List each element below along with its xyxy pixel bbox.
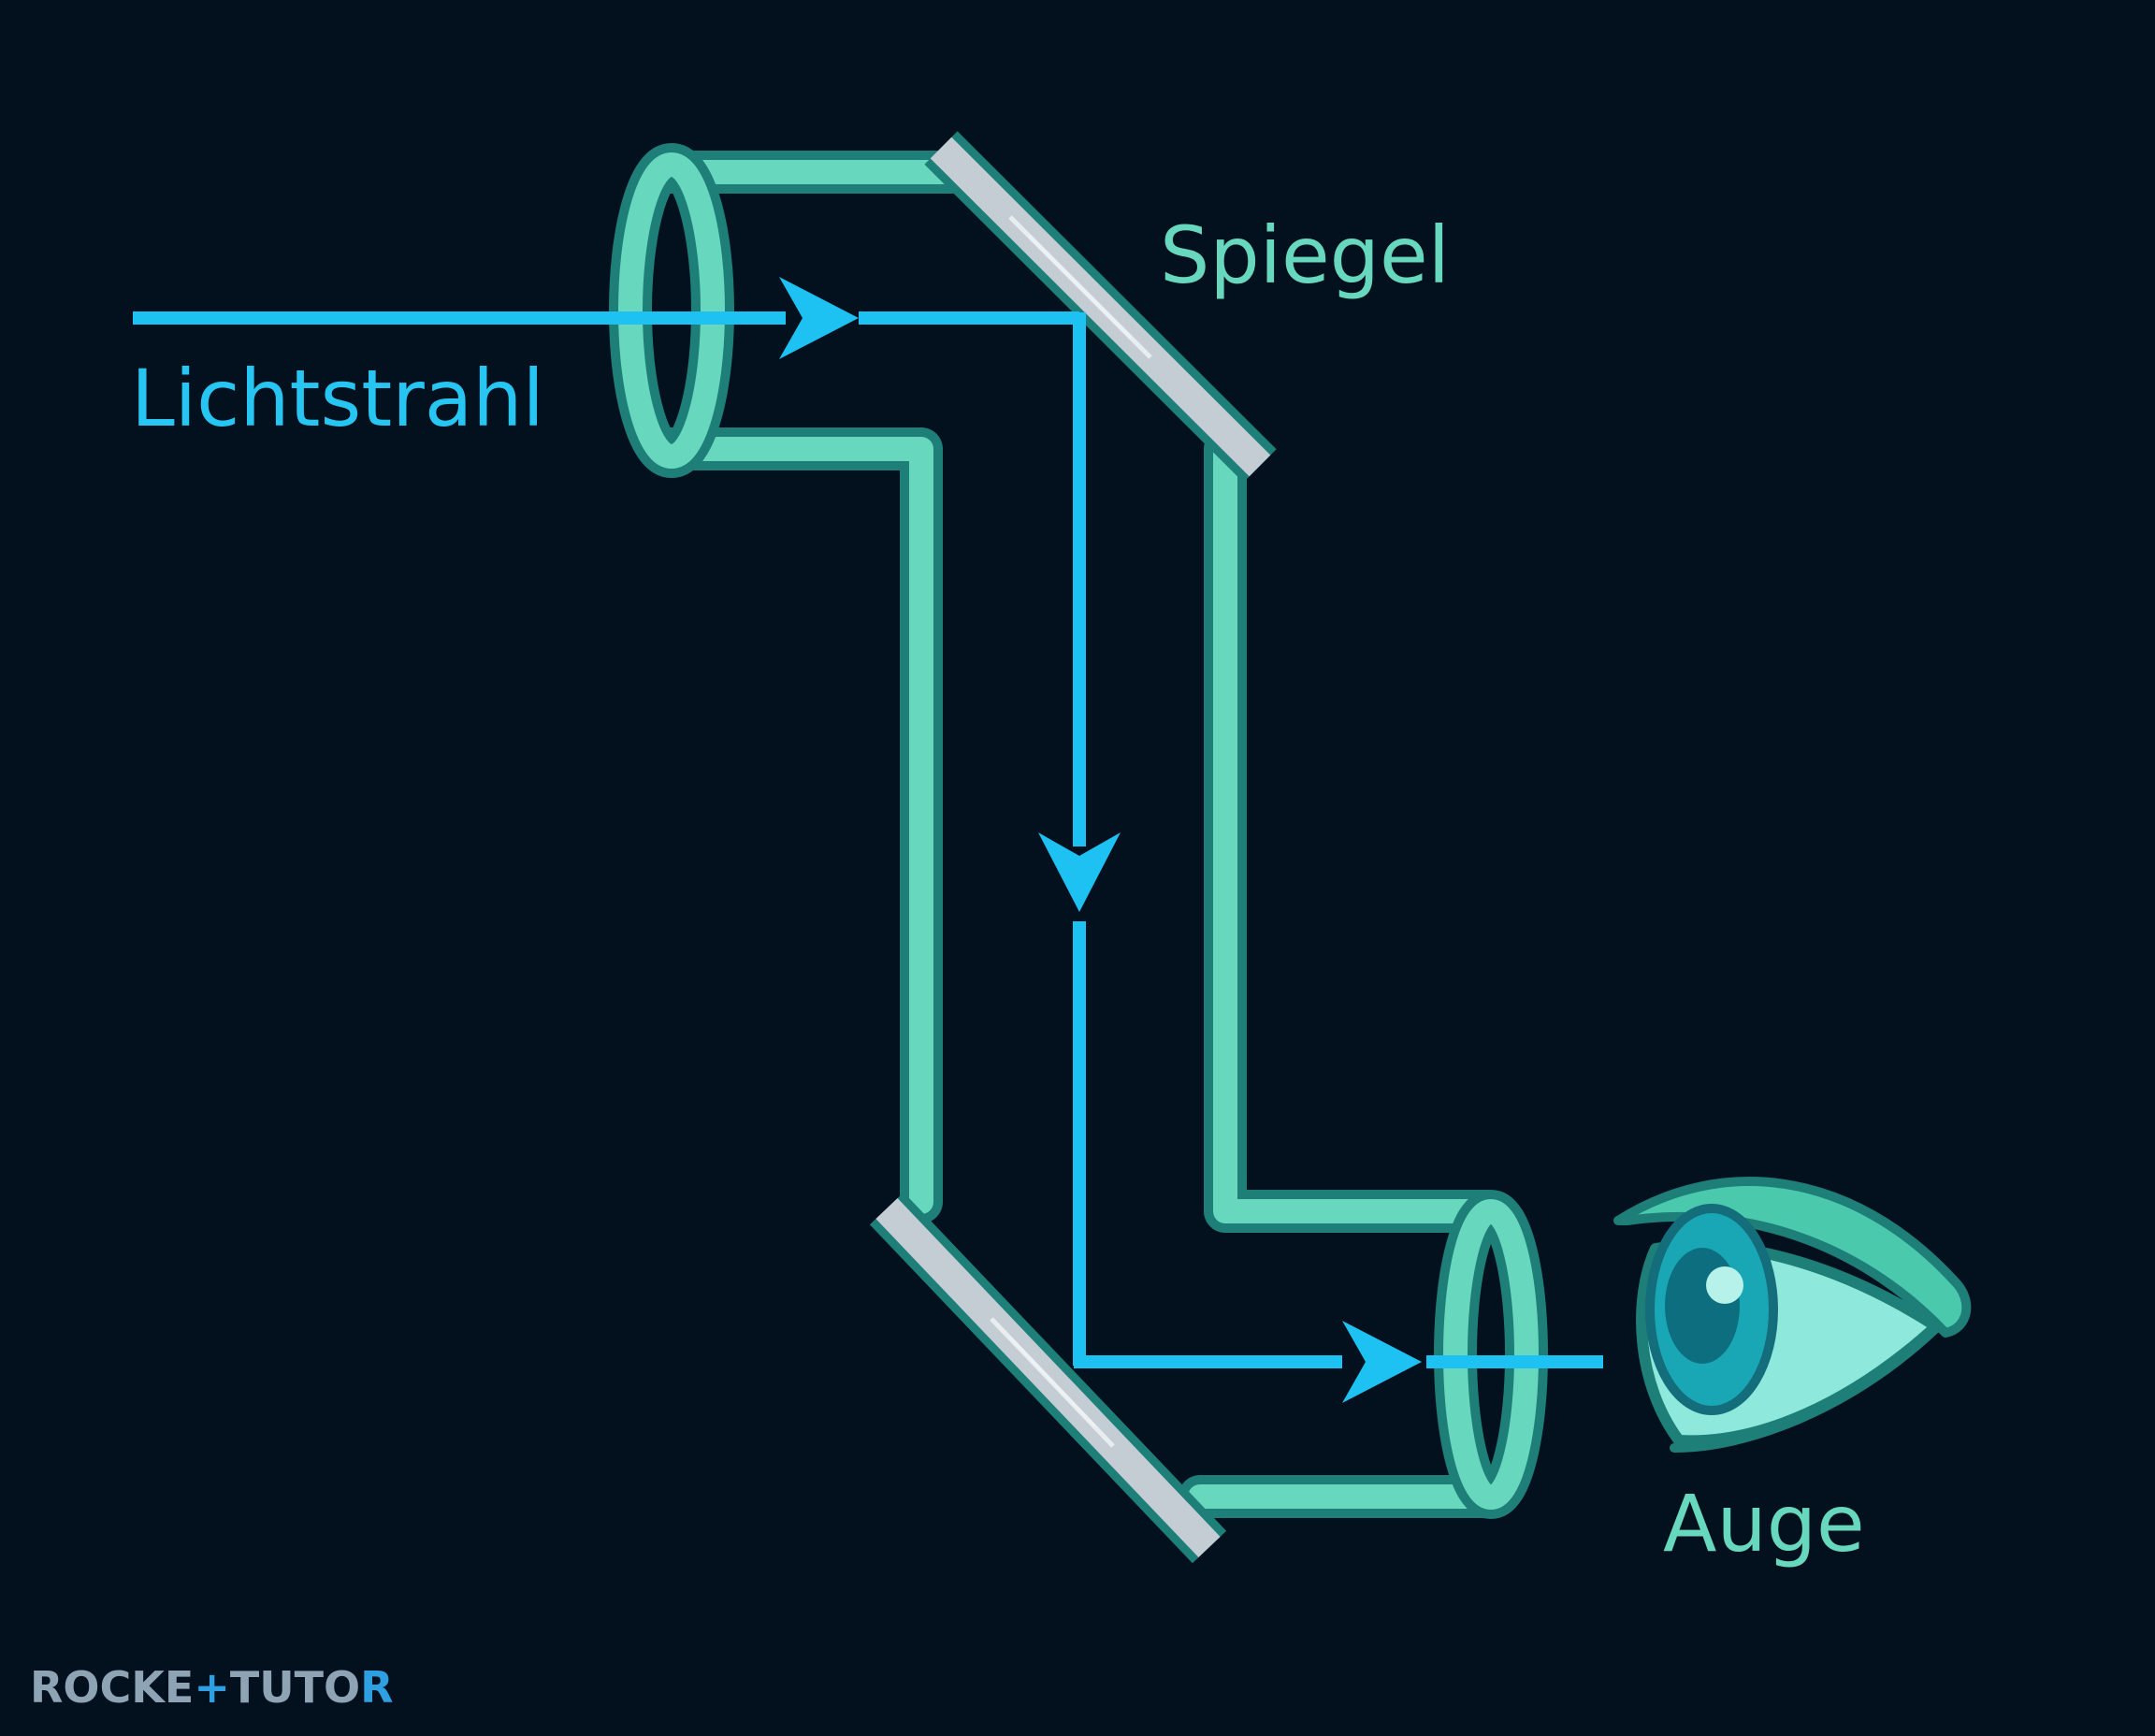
eye-icon [1613,1177,1972,1453]
ray-label: Lichtstrahl [131,353,544,444]
arrow-icon [1342,1321,1422,1403]
tube-opening-top [609,143,734,478]
eye-label: Auge [1663,1478,1865,1570]
mirror-label: Spiegel [1160,210,1450,301]
brand-text: ROCKE+TUTOR [30,1662,394,1713]
brand-logo: ROCKE+TUTOR [30,1662,394,1713]
tube-opening-bottom [1434,1190,1548,1519]
arrow-icon [779,277,859,359]
mirror-bottom [869,1192,1227,1564]
light-ray [133,311,1603,1368]
mirror-top [924,131,1277,483]
arrow-icon [1038,832,1121,912]
